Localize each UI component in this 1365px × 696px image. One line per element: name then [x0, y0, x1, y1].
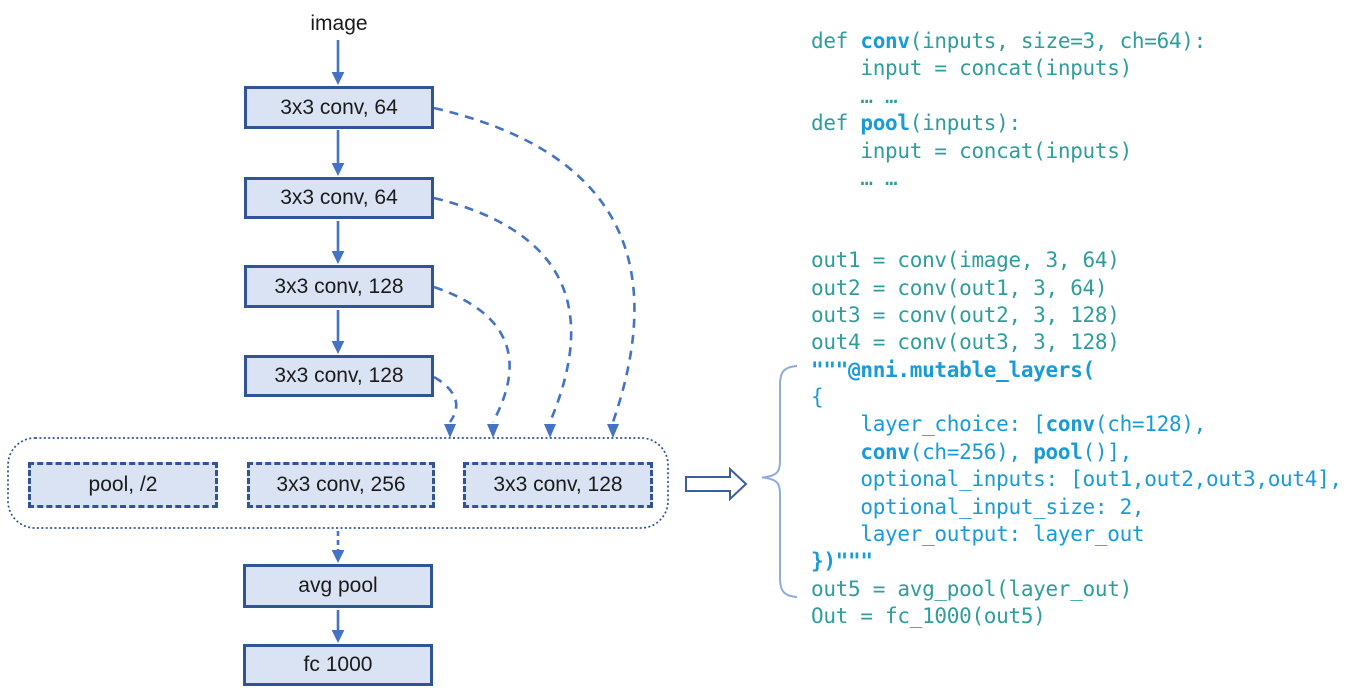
code-line: conv(ch=256), pool()], — [860, 439, 1132, 464]
code-line — [811, 220, 1342, 247]
candidate-box-conv256: 3x3 conv, 256 — [247, 462, 435, 508]
conv-box-2-label: 3x3 conv, 64 — [280, 186, 398, 209]
conv-box-2: 3x3 conv, 64 — [244, 177, 434, 219]
conv-box-3-label: 3x3 conv, 128 — [274, 274, 404, 298]
skip-curve-conv2 — [433, 196, 573, 423]
candidate-box-conv128-label: 3x3 conv, 128 — [493, 473, 623, 496]
conv-box-1: 3x3 conv, 64 — [244, 86, 434, 129]
code-line: { — [811, 385, 824, 410]
code-line: optional_input_size: 2, — [811, 494, 1145, 519]
code-line: … … — [811, 165, 898, 190]
code-line: out1 = conv(image, 3, 64) — [811, 248, 1120, 273]
code-line: … … — [811, 83, 898, 108]
code-line: out5 = avg_pool(layer_out) — [811, 576, 1132, 601]
conv-box-3: 3x3 conv, 128 — [244, 265, 434, 308]
skip-connection-arrowheads — [444, 424, 619, 438]
conv-box-4-label: 3x3 conv, 128 — [274, 364, 404, 387]
avgpool-box-label: avg pool — [298, 574, 378, 597]
expand-arrow-icon — [685, 466, 748, 502]
skip-curve-conv4 — [433, 375, 458, 423]
skip-curve-conv3 — [433, 285, 511, 423]
code-line: out4 = conv(out3, 3, 128) — [811, 330, 1120, 355]
code-line: Out = fc_1000(out5) — [811, 604, 1046, 629]
flow-arrow-container-to-avgpool — [331, 531, 345, 563]
skip-connection-curves — [433, 106, 636, 423]
code-line: def pool(inputs): — [811, 111, 1021, 136]
code-line: layer_choice: [conv(ch=128), — [811, 412, 1206, 437]
fc-box: fc 1000 — [243, 644, 433, 686]
code-line: """@nni.mutable_layers( — [811, 357, 1095, 382]
code-line: optional_inputs: [out1,out2,out3,out4], — [811, 467, 1342, 492]
flow-arrow-avgpool-to-fc — [331, 610, 345, 643]
flow-arrow-conv2-to-conv3 — [331, 221, 345, 264]
code-line: input = concat(inputs) — [811, 138, 1132, 163]
code-line — [811, 192, 1342, 219]
flow-arrow-image-to-conv1 — [331, 40, 345, 85]
code-block: def conv(inputs, size=3, ch=64): input =… — [811, 28, 1342, 631]
candidate-box-conv256-label: 3x3 conv, 256 — [276, 473, 406, 496]
code-line: def conv(inputs, size=3, ch=64): — [811, 29, 1206, 53]
flow-arrow-conv1-to-conv2 — [331, 130, 345, 176]
candidate-box-pool-label: pool, /2 — [88, 473, 158, 496]
code-line: out2 = conv(out1, 3, 64) — [811, 275, 1108, 300]
candidate-box-conv128: 3x3 conv, 128 — [463, 462, 653, 508]
code-line: out3 = conv(out2, 3, 128) — [811, 302, 1120, 327]
fc-box-label: fc 1000 — [303, 653, 373, 676]
conv-box-1-label: 3x3 conv, 64 — [280, 95, 398, 119]
code-line: input = concat(inputs) — [811, 56, 1132, 81]
skip-curve-conv1 — [433, 106, 636, 423]
conv-box-4: 3x3 conv, 128 — [244, 355, 434, 397]
candidate-box-pool: pool, /2 — [28, 462, 218, 508]
code-line: })""" — [811, 549, 873, 574]
flow-arrow-conv3-to-conv4 — [331, 310, 345, 354]
code-brace — [761, 365, 798, 598]
code-line: layer_output: layer_out — [811, 522, 1145, 547]
mutable-layer-container — [7, 437, 669, 529]
avgpool-box: avg pool — [243, 564, 433, 608]
input-label: image — [310, 12, 368, 35]
